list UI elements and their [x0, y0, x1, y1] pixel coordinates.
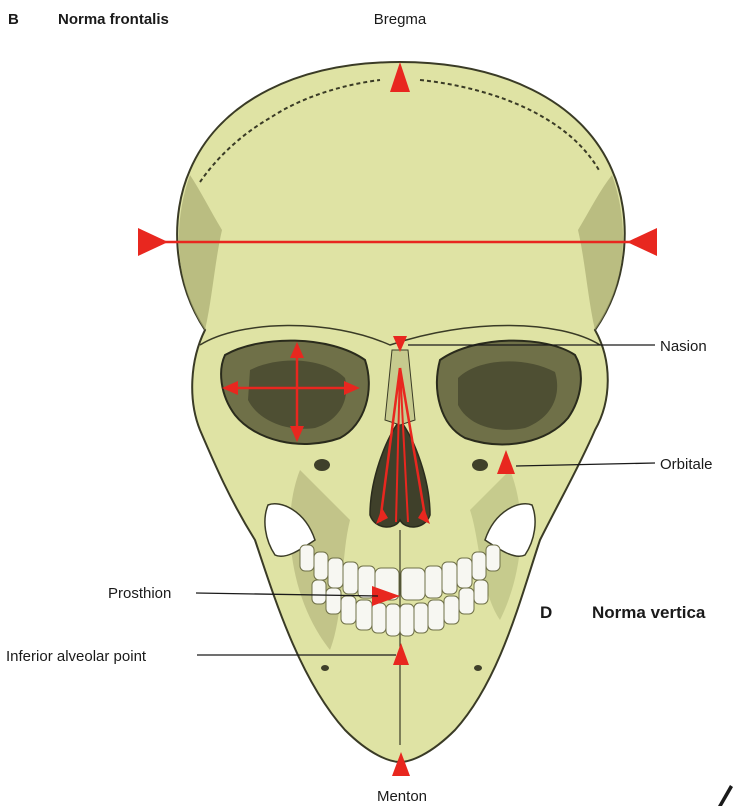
mental-foramen-left	[321, 665, 329, 671]
panel-d-letter: D	[540, 603, 552, 622]
mental-foramen-right	[474, 665, 482, 671]
foramen-left	[314, 459, 330, 471]
inferior-alveolar-point-label: Inferior alveolar point	[6, 648, 147, 665]
orbitale-label: Orbitale	[660, 456, 713, 473]
bregma-label: Bregma	[374, 11, 427, 28]
panel-b-letter: B	[8, 11, 19, 28]
width-arrow-left	[138, 228, 168, 256]
panel-b-title: Norma frontalis	[58, 11, 169, 28]
foramen-right	[472, 459, 488, 471]
corner-fragment	[718, 785, 733, 806]
width-arrow-right	[627, 228, 657, 256]
menton-label: Menton	[377, 788, 427, 805]
panel-d-title: Norma vertica	[592, 603, 706, 622]
nasion-label: Nasion	[660, 338, 707, 355]
prosthion-label: Prosthion	[108, 585, 171, 602]
